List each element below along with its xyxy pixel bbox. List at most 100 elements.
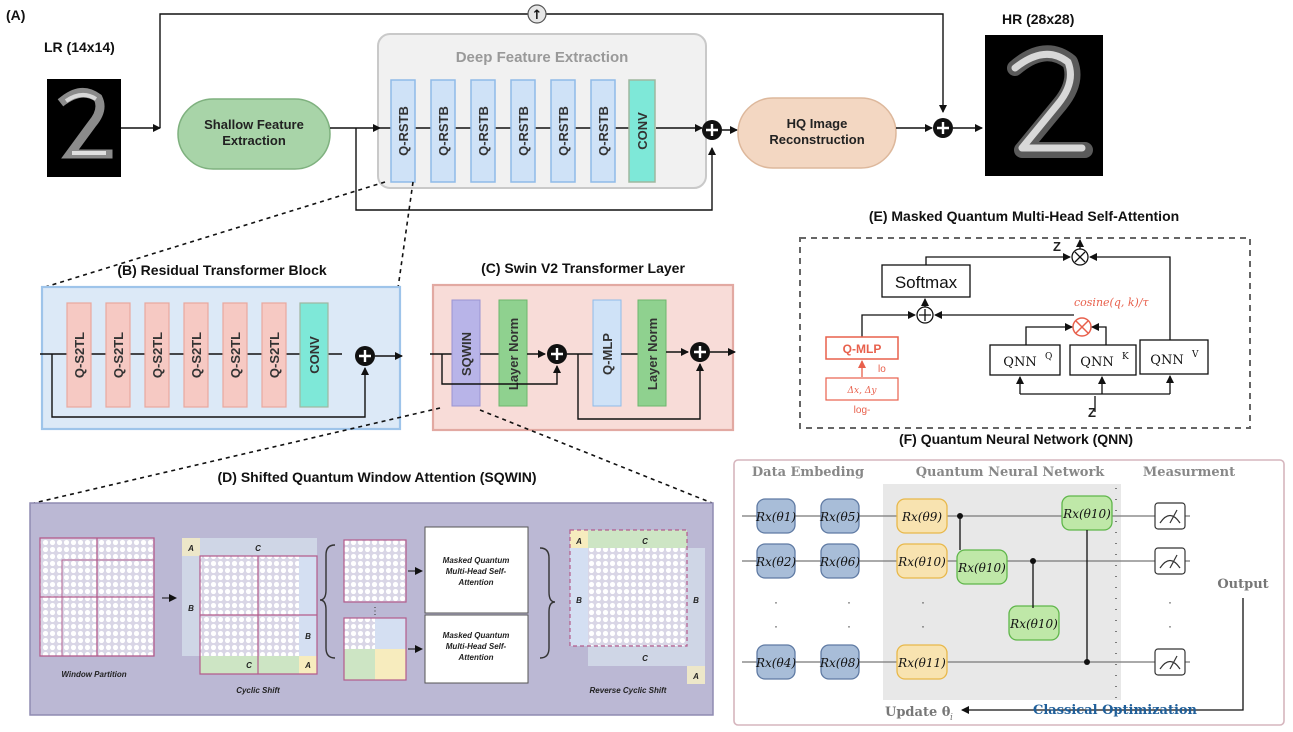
- shallow-feature-box: [177, 98, 331, 170]
- panel-c: (C) Swin V2 Transformer Layer SQWIN Laye…: [33, 260, 736, 504]
- panel-d: (D) Shifted Quantum Window Attention (SQ…: [29, 469, 714, 716]
- svg-text:·: ·: [1168, 595, 1172, 609]
- svg-text:Rx(θ10): Rx(θ10): [1009, 617, 1058, 631]
- svg-text:Q: Q: [1045, 352, 1052, 362]
- rx-gate: [820, 498, 860, 534]
- masked-attention-box-1: [424, 526, 529, 614]
- hr-image: [985, 35, 1103, 176]
- controlled-rx-gate: [1008, 605, 1060, 641]
- svg-text:A: A: [304, 661, 311, 670]
- window-2: [343, 617, 407, 681]
- panel-c-title: (C) Swin V2 Transformer Layer: [481, 260, 685, 276]
- svg-text:Q-MLP: Q-MLP: [600, 333, 615, 375]
- svg-text:Quantum Neural Network: Quantum Neural Network: [916, 465, 1106, 480]
- svg-text:Rx(θ10): Rx(θ10): [1062, 507, 1111, 521]
- q-s2tl-block: [105, 302, 131, 408]
- deep-feature-title: Deep Feature Extraction: [456, 49, 629, 66]
- rx-gate: [896, 498, 948, 534]
- q-s2tl-label: Q-S2TL: [111, 332, 126, 378]
- panel-f: (F) Quantum Neural Network (QNN) Data Em…: [733, 431, 1285, 726]
- svg-text:Δx, Δy: Δx, Δy: [847, 386, 878, 396]
- svg-text:Rx(θ4): Rx(θ4): [755, 656, 796, 670]
- rx-gate: [756, 543, 796, 579]
- swin-layer-panel: [431, 283, 735, 432]
- q-rstb-label: Q-RSTB: [556, 106, 571, 156]
- qnn-q-box: [989, 344, 1061, 376]
- lr-image: [47, 79, 121, 177]
- svg-text:Rx(θ11): Rx(θ11): [897, 656, 946, 670]
- svg-text:lo: lo: [878, 364, 886, 375]
- svg-text:Update θ: Update θ: [885, 705, 951, 720]
- q-rstb-label: Q-RSTB: [396, 106, 411, 156]
- meter-icon: [1154, 547, 1186, 575]
- rx-gate: [896, 644, 948, 680]
- svg-text:Data Embeding: Data Embeding: [752, 465, 864, 480]
- rx-gate: [756, 644, 796, 680]
- q-s2tl-label: Q-S2TL: [228, 332, 243, 378]
- q-rstb-label: Q-RSTB: [516, 106, 531, 156]
- svg-text:Z: Z: [1088, 405, 1096, 420]
- svg-text:K: K: [1122, 352, 1129, 362]
- lr-label: LR (14x14): [44, 39, 115, 55]
- svg-text:A: A: [575, 537, 582, 546]
- svg-text:Cyclic Shift: Cyclic Shift: [236, 686, 280, 695]
- meter-icon: [1154, 502, 1186, 530]
- svg-text:Softmax: Softmax: [895, 273, 958, 292]
- svg-text:Output: Output: [1217, 577, 1268, 592]
- svg-text:Attention: Attention: [457, 653, 493, 662]
- conv-label: CONV: [635, 112, 650, 150]
- qmlp-block: [592, 299, 622, 407]
- q-rstb-block: [550, 79, 576, 183]
- svg-text:Shallow Feature: Shallow Feature: [204, 117, 304, 132]
- panel-a: (A) LR (14x14) HR (28x28) ↑ Shallow Feat…: [6, 4, 1103, 289]
- svg-text:HQ Image: HQ Image: [787, 116, 848, 131]
- qmlp-box: [825, 336, 899, 360]
- svg-text:Window Partition: Window Partition: [61, 670, 126, 679]
- svg-text:Rx(θ10): Rx(θ10): [897, 555, 946, 569]
- rx-gate: [820, 644, 860, 680]
- qnn-v-box: [1139, 339, 1209, 375]
- svg-text:Masked Quantum: Masked Quantum: [443, 556, 510, 565]
- svg-text:Z: Z: [1053, 239, 1061, 254]
- svg-text:↑: ↑: [532, 8, 543, 23]
- q-rstb-block: [390, 79, 416, 183]
- reverse-cyclic-shift-grid: A C B B C A Reverse Cyclic Shift: [569, 529, 705, 695]
- layer-norm-block: [498, 299, 528, 407]
- svg-text:cosine(q, k)/τ: cosine(q, k)/τ: [1074, 296, 1150, 309]
- panel-f-title: (F) Quantum Neural Network (QNN): [899, 431, 1133, 447]
- svg-text:·: ·: [921, 595, 925, 609]
- conv-label: CONV: [307, 336, 322, 374]
- svg-text:A: A: [187, 544, 194, 553]
- svg-text:Rx(θ1): Rx(θ1): [755, 510, 796, 524]
- svg-text:B: B: [305, 632, 311, 641]
- svg-text:Measurment: Measurment: [1143, 465, 1235, 480]
- svg-text:C: C: [642, 537, 648, 546]
- q-rstb-block: [430, 79, 456, 183]
- svg-text:Rx(θ10): Rx(θ10): [957, 561, 1006, 575]
- svg-text:Rx(θ5): Rx(θ5): [819, 510, 860, 524]
- svg-text:log-: log-: [854, 405, 871, 416]
- svg-text:Rx(θ8): Rx(θ8): [819, 656, 860, 670]
- svg-text:C: C: [642, 654, 648, 663]
- svg-text:·: ·: [774, 619, 778, 633]
- svg-text:C: C: [246, 661, 252, 670]
- sqwin-block: [451, 299, 481, 407]
- rx-gate: [896, 543, 948, 579]
- q-s2tl-label: Q-S2TL: [267, 332, 282, 378]
- svg-text:Reconstruction: Reconstruction: [769, 132, 864, 147]
- hq-reconstruction-box: [737, 97, 897, 169]
- svg-text:B: B: [188, 604, 194, 613]
- svg-text:Rx(θ6): Rx(θ6): [819, 555, 860, 569]
- q-rstb-label: Q-RSTB: [436, 106, 451, 156]
- svg-text:A: A: [692, 672, 699, 681]
- qnn-gates: Rx(θ1)Rx(θ5)Rx(θ2)Rx(θ6)Rx(θ4)Rx(θ8)Rx(θ…: [755, 495, 1113, 680]
- svg-text:Layer Norm: Layer Norm: [645, 318, 660, 390]
- relative-position-box: [825, 377, 899, 401]
- svg-text:·: ·: [774, 595, 778, 609]
- svg-text:V: V: [1191, 350, 1199, 360]
- panel-a-label: (A): [6, 7, 25, 23]
- conv-block: [299, 302, 329, 408]
- meter-icon: [1154, 648, 1186, 676]
